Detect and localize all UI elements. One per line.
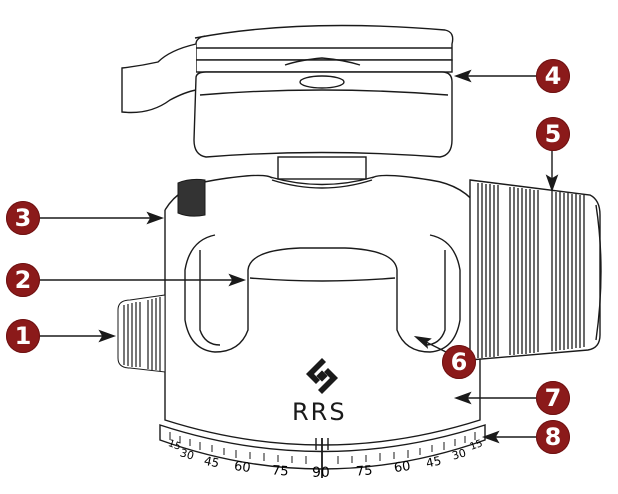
callout-marker-5: 5: [536, 117, 570, 151]
callout-marker-7: 7: [536, 381, 570, 415]
callout-marker-2: 2: [6, 263, 40, 297]
dial-label: 60: [233, 458, 252, 477]
dial-label: 45: [202, 453, 221, 471]
brand-name: RRS: [292, 398, 347, 426]
dial-label: 60: [393, 458, 412, 477]
dial-label: 75: [271, 463, 290, 480]
rrs-logo-icon: [306, 358, 338, 394]
callout-marker-3: 3: [6, 201, 40, 235]
dial-label: 90: [312, 465, 330, 481]
callout-marker-1: 1: [6, 319, 40, 353]
callout-marker-8: 8: [536, 420, 570, 454]
callout-marker-4: 4: [536, 59, 570, 93]
dial-label: 75: [355, 463, 374, 480]
callout-marker-6: 6: [442, 345, 476, 379]
